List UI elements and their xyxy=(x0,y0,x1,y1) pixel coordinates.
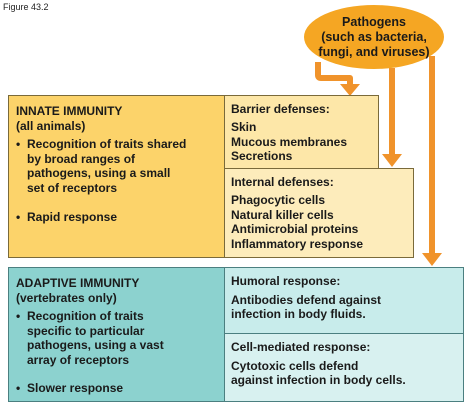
adaptive-subtitle: (vertebrates only) xyxy=(16,291,117,305)
barrier-defenses-box xyxy=(224,95,379,170)
cellmed-line2: against infection in body cells. xyxy=(231,373,406,387)
barrier-item-secretions: Secretions xyxy=(231,149,293,163)
adaptive-immunity-box xyxy=(8,267,226,402)
internal-item-nk: Natural killer cells xyxy=(231,207,334,222)
barrier-item-skin: Skin xyxy=(231,120,257,134)
innate-bullet-1: • Recognition of traits shared by broad … xyxy=(16,137,186,195)
internal-item-phagocytic: Phagocytic cells xyxy=(231,193,326,207)
innate-bullet-1-text: Recognition of traits shared by broad ra… xyxy=(27,137,187,195)
bullet-dot: • xyxy=(16,309,21,323)
adaptive-title: ADAPTIVE IMMUNITY xyxy=(16,276,140,290)
internal-list: Phagocytic cells Natural killer cells An… xyxy=(231,193,363,251)
humoral-line1: Antibodies defend against xyxy=(231,293,382,307)
arrowhead-adaptive xyxy=(422,253,442,266)
barrier-item-mucous: Mucous membranes xyxy=(231,134,348,149)
internal-defenses-box xyxy=(224,168,414,258)
innate-immunity-box xyxy=(8,95,226,258)
adaptive-bullet-1-text: Recognition of traits specific to partic… xyxy=(27,309,164,367)
innate-bullet-2-text: Rapid response xyxy=(27,210,118,224)
pathogens-line2: (such as bacteria, xyxy=(321,29,427,44)
pathogens-ellipse: Pathogens (such as bacteria, fungi, and … xyxy=(304,5,444,69)
pathogens-line1: Pathogens xyxy=(342,14,406,29)
bullet-dot: • xyxy=(16,381,21,395)
humoral-heading: Humoral response: xyxy=(231,274,341,288)
internal-item-antimicrobial: Antimicrobial proteins xyxy=(231,222,359,236)
cellmed-line1: Cytotoxic cells defend xyxy=(231,359,359,373)
innate-bullet-2: • Rapid response xyxy=(16,210,117,225)
bullet-dot: • xyxy=(16,137,21,151)
adaptive-bullet-1: • Recognition of traits specific to part… xyxy=(16,309,164,367)
innate-subtitle: (all animals) xyxy=(16,119,86,133)
adaptive-bullet-2: • Slower response xyxy=(16,381,123,396)
internal-item-inflammatory: Inflammatory response xyxy=(231,236,364,251)
adaptive-bullet-2-text: Slower response xyxy=(27,381,124,395)
barrier-heading: Barrier defenses: xyxy=(231,102,330,116)
barrier-list: Skin Mucous membranes Secretions xyxy=(231,120,347,164)
pathogens-line3: fungi, and viruses) xyxy=(318,44,430,59)
figure-label: Figure 43.2 xyxy=(3,2,49,12)
innate-title: INNATE IMMUNITY xyxy=(16,104,123,118)
arrowhead-internal xyxy=(382,154,402,167)
cellmed-heading: Cell-mediated response: xyxy=(231,340,371,354)
bullet-dot: • xyxy=(16,210,21,224)
humoral-response-box xyxy=(224,267,464,335)
cell-mediated-response-box xyxy=(224,333,464,402)
internal-heading: Internal defenses: xyxy=(231,175,334,189)
humoral-line2: infection in body fluids. xyxy=(231,307,366,321)
